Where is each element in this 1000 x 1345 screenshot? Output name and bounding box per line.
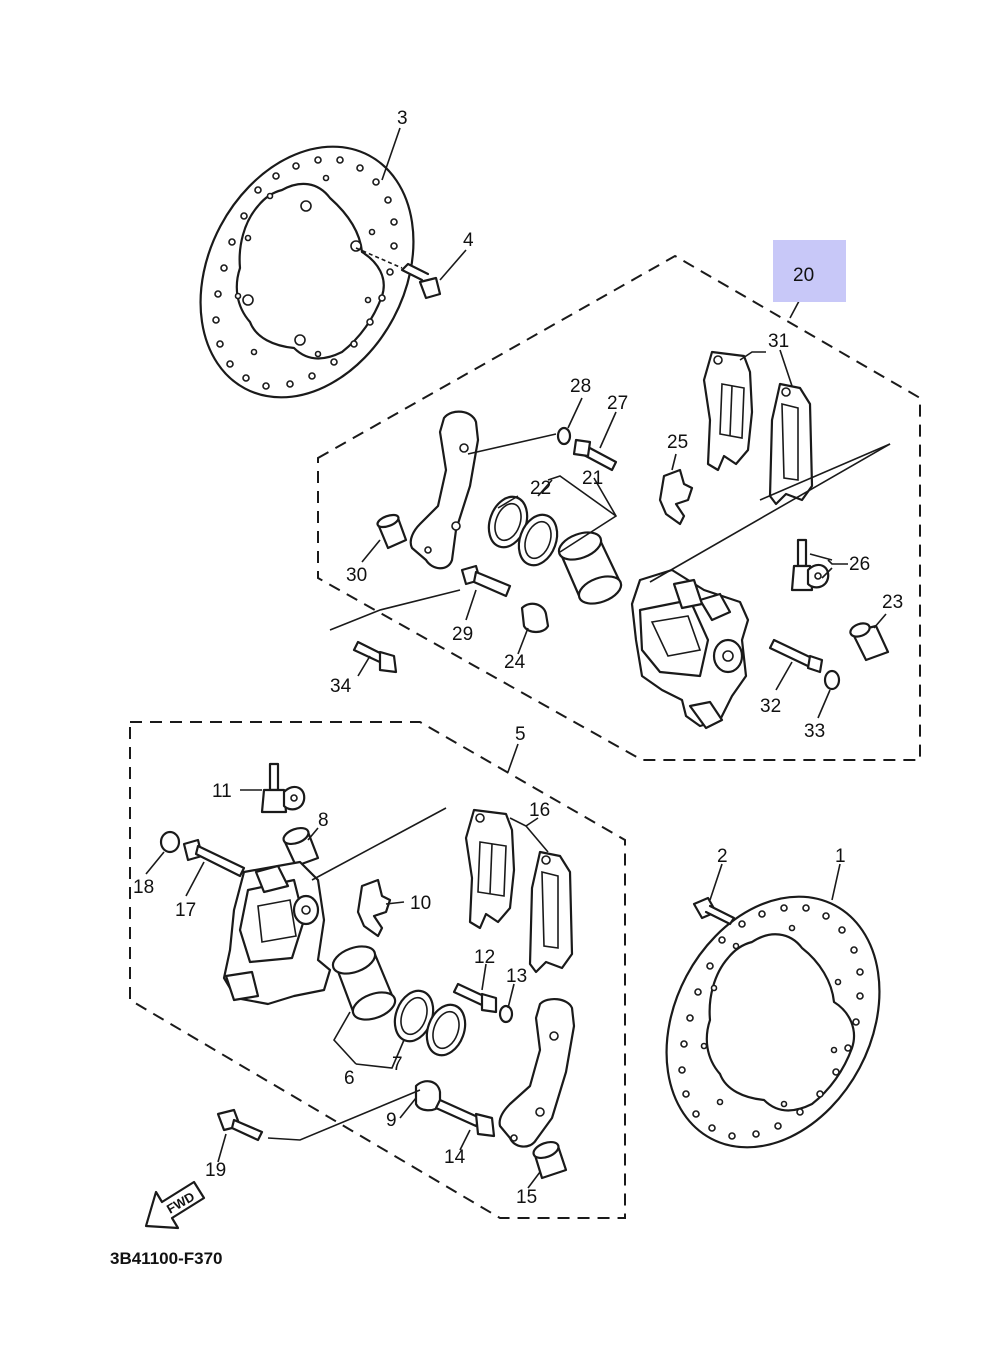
callout-29: 29 [452,624,473,645]
callout-18: 18 [133,877,154,898]
brake-pads-16 [464,808,574,974]
sleeve-8 [282,826,320,868]
caliper-body-upper [630,568,750,730]
callout-21: 21 [582,468,603,489]
leader-line [329,589,461,631]
caliper-bracket-lower [498,998,576,1148]
callout-numbers: 1 2 3 4 5 6 7 8 9 10 11 12 13 14 15 16 1… [133,108,903,1208]
callout-27: 27 [607,393,628,414]
disc-bolt-lower [692,896,736,926]
pin-23 [849,622,890,662]
callout-26: 26 [849,554,870,575]
disc-bolt-upper [355,247,442,300]
bracket-hole [459,443,469,453]
leader-line [311,807,447,881]
disc-holes-lower [678,904,864,1140]
highlight-box-20 [773,240,846,302]
callout-17: 17 [175,900,196,921]
pad-spring-25 [658,468,694,526]
callout-4: 4 [463,230,474,251]
callout-34: 34 [330,676,352,697]
callout-23: 23 [882,592,903,613]
callout-25: 25 [667,432,688,453]
callout-12: 12 [474,947,495,968]
disc-holes-upper [212,156,398,390]
callout-1: 1 [835,846,846,867]
bracket-hole [535,1107,545,1117]
callout-31: 31 [768,331,789,352]
pin-14 [434,1098,496,1138]
callout-8: 8 [318,810,329,831]
pin-17 [182,838,246,878]
washer-28 [556,426,572,446]
callout-15: 15 [516,1187,537,1208]
leader-line [649,443,891,583]
callout-2: 2 [717,846,728,867]
piston-seals-7 [393,989,467,1057]
piston-6 [331,945,397,1021]
callout-leaders [145,127,887,1189]
bleed-bolt-27 [572,438,618,472]
bracket-hole [549,1031,559,1041]
caliper-body-lower [222,860,332,1006]
callout-11: 11 [212,781,232,802]
caliper-bracket-upper [409,410,480,570]
callout-22: 22 [530,478,551,499]
callout-14: 14 [444,1147,466,1168]
caliper-assembly-20-outline [317,254,921,761]
callout-30: 30 [346,565,367,586]
piston-seals-22 [487,495,559,567]
leader-line [267,1089,421,1141]
callout-5: 5 [515,724,526,745]
callout-20: 20 [793,265,814,286]
bleed-screw-11 [260,762,306,814]
bolt-19 [216,1108,264,1142]
brake-pads-31 [702,350,814,506]
leader-line [467,433,557,455]
bracket-hole [424,546,432,554]
bleed-bolt-12 [452,982,498,1014]
bolt-34 [352,640,398,674]
caliper-assembly-5-outline [129,721,626,1219]
leader-line [759,443,891,501]
callout-16: 16 [529,800,550,821]
callout-32: 32 [760,696,781,717]
diagram-code: 3B41100-F370 [110,1249,222,1268]
callout-3: 3 [397,108,408,129]
sleeve-15 [532,1140,568,1180]
callout-13: 13 [506,966,527,987]
callout-19: 19 [205,1160,226,1181]
piston-21 [557,531,623,605]
pin-29 [460,564,512,598]
boot-24 [520,602,550,634]
brake-disc-lower [665,895,881,1149]
fwd-arrow-icon: FWD [144,1180,206,1230]
callout-24: 24 [504,652,526,673]
boot-18 [159,830,181,854]
sleeve-30 [376,513,408,550]
pin-32 [768,638,824,674]
callout-28: 28 [570,376,591,397]
callout-9: 9 [386,1110,397,1131]
boot-33 [823,669,841,691]
bracket-hole [451,521,461,531]
washer-13 [498,1004,514,1024]
callout-33: 33 [804,721,825,742]
brake-disc-upper [199,145,415,399]
bracket-hole [510,1134,518,1142]
callout-7: 7 [392,1054,403,1075]
bleed-screw-26 [790,538,830,592]
callout-10: 10 [410,893,431,914]
pad-spring-10 [356,878,392,938]
callout-6: 6 [344,1068,355,1089]
